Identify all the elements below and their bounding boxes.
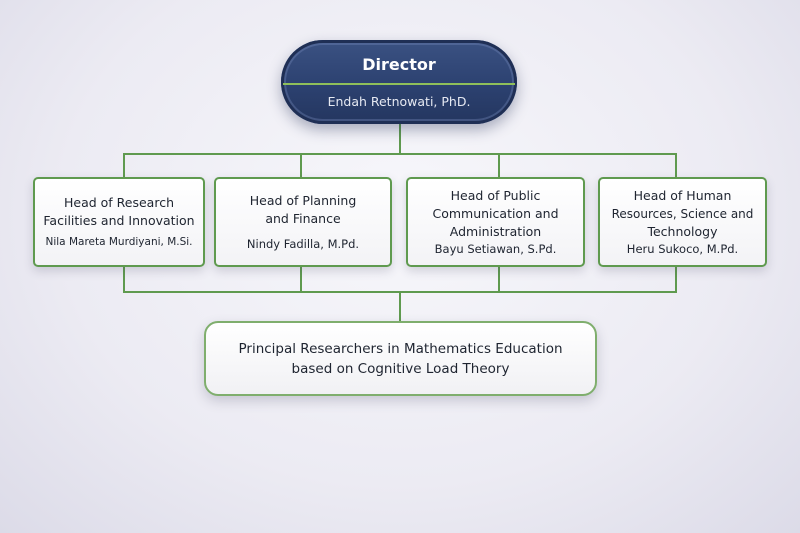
researchers-line: Principal Researchers in Mathematics Edu… — [238, 340, 563, 357]
head-title-line: Resources, Science and — [611, 207, 754, 221]
head-human-resources-node: Head of Human Resources, Science and Tec… — [598, 177, 767, 267]
connector-bottom-rise-1 — [123, 265, 125, 293]
head-title-line: Technology — [647, 224, 718, 239]
connector-top-drop-3 — [498, 153, 500, 178]
director-title: Director — [362, 55, 436, 74]
director-divider — [283, 83, 515, 85]
connector-top-drop-2 — [300, 153, 302, 178]
connector-top-drop-4 — [675, 153, 677, 178]
head-name: Nindy Fadilla, M.Pd. — [246, 237, 360, 251]
head-planning-node: Head of Planning and Finance Nindy Fadil… — [214, 177, 392, 267]
head-name: Nila Mareta Murdiyani, M.Si. — [45, 236, 193, 248]
head-title-line: Communication and — [432, 206, 559, 221]
connector-director-down — [399, 124, 401, 155]
head-name: Bayu Setiawan, S.Pd. — [434, 242, 557, 256]
connector-top-drop-1 — [123, 153, 125, 178]
head-title-line: and Finance — [265, 211, 341, 226]
head-research-node: Head of Research Facilities and Innovati… — [33, 177, 205, 267]
head-title-line: Head of Planning — [249, 193, 357, 208]
director-name: Endah Retnowati, PhD. — [327, 94, 471, 109]
head-title-line: Administration — [449, 224, 542, 239]
head-title-line: Facilities and Innovation — [43, 213, 195, 228]
head-title-line: Head of Human — [633, 188, 732, 203]
connector-top-horizontal — [123, 153, 677, 155]
principal-researchers-node: Principal Researchers in Mathematics Edu… — [204, 321, 597, 396]
head-title-line: Head of Public — [450, 188, 541, 203]
head-title-line: Head of Research — [63, 195, 175, 210]
head-public-communication-node: Head of Public Communication and Adminis… — [406, 177, 585, 267]
researchers-line: based on Cognitive Load Theory — [291, 360, 510, 377]
director-node: Director Endah Retnowati, PhD. — [281, 40, 517, 124]
connector-bottom-rise-2 — [300, 265, 302, 293]
connector-bottom-rise-3 — [498, 265, 500, 293]
head-name: Heru Sukoco, M.Pd. — [626, 242, 739, 256]
connector-bottom-rise-4 — [675, 265, 677, 293]
connector-to-researchers — [399, 291, 401, 322]
